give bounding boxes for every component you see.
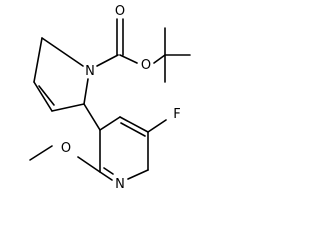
bond-carbonyl-o	[119, 54, 138, 64]
bond-c5-f	[147, 119, 167, 133]
atom-o-ester: O	[141, 58, 151, 73]
bond-c4-c5-b	[120, 122, 146, 137]
bond-n-c2-b	[103, 167, 114, 175]
chemical-structure: N O O F O N	[29, 4, 191, 192]
bond-o-tbu	[153, 54, 166, 64]
bond-c3-c4	[99, 116, 121, 131]
pyridine-ring	[29, 103, 167, 181]
bond-c2-o	[77, 156, 101, 173]
atom-n-ring: N	[85, 64, 95, 79]
bond-c6-n	[127, 169, 149, 180]
bond-ch-n	[83, 78, 89, 105]
atom-o-methoxy: O	[61, 141, 71, 156]
bond-ring-double-1	[33, 81, 53, 112]
bond-ch-ch	[51, 103, 85, 112]
bond-ring-double-2	[38, 85, 55, 106]
bond-o-methyl	[29, 145, 53, 161]
dihydropyrrole-ring	[33, 37, 89, 112]
carbamate-group	[96, 18, 191, 83]
bond-ch2-ch	[33, 37, 43, 83]
bond-n-c2-a	[99, 171, 113, 181]
atom-o-carbonyl: O	[115, 4, 125, 19]
bond-n-carbonyl	[96, 54, 119, 67]
bond-link	[83, 103, 101, 131]
bond-ch2-n	[41, 37, 84, 67]
bond-c4-c5-a	[119, 116, 149, 133]
atom-f: F	[173, 107, 180, 122]
atom-n-pyridine: N	[115, 177, 125, 192]
